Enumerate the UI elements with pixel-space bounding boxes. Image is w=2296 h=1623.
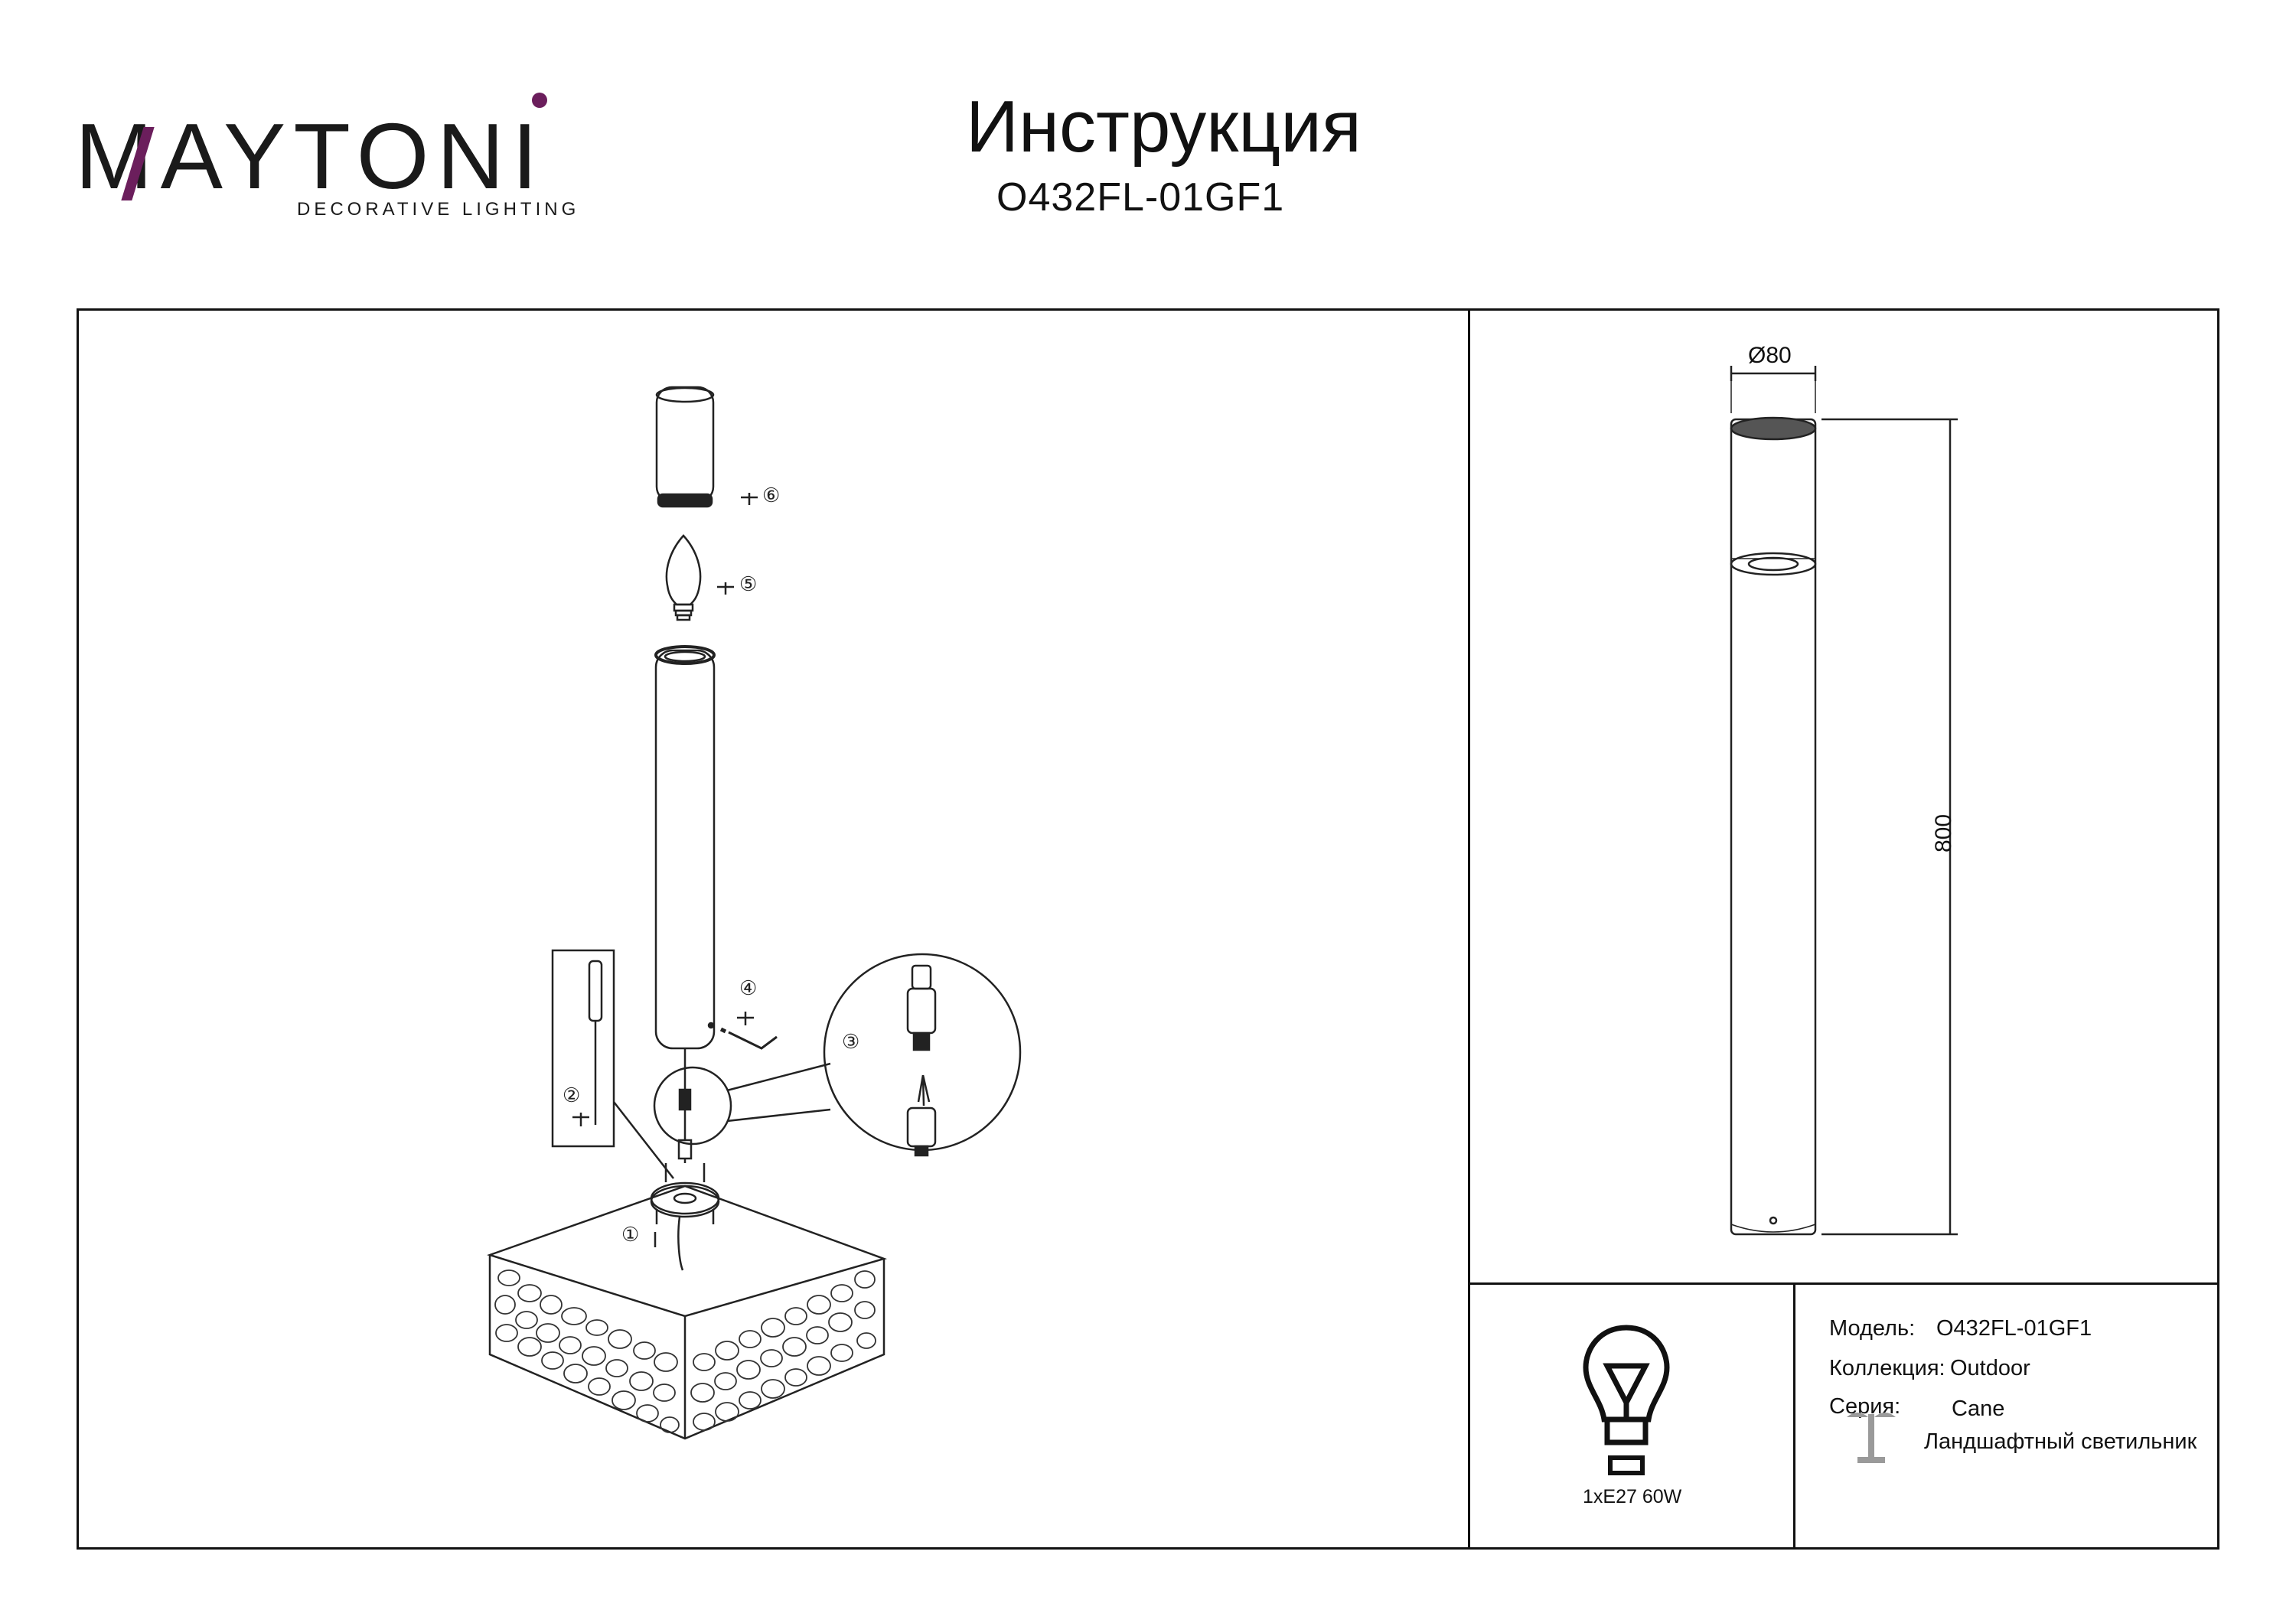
logo-letter-y: Y: [223, 104, 294, 208]
frame-divider-vertical: [1468, 308, 1470, 1550]
logo-letter-t: T: [293, 104, 357, 208]
collection-label: Коллекция:: [1829, 1356, 1945, 1380]
collection-value: Outdoor: [1950, 1356, 2030, 1380]
logo-letter-n: N: [436, 104, 512, 208]
step-1-label: ①: [621, 1223, 639, 1246]
model-code: O432FL-01GF1: [996, 175, 1285, 220]
pole-drawing: [654, 649, 716, 1050]
logo-letter-a: A: [160, 104, 223, 208]
screwdriver-icon: [588, 960, 603, 1125]
step-3-label: ③: [842, 1030, 859, 1053]
landscape-lamp-icon: [1847, 1413, 1896, 1463]
logo: MAYTONI DECORATIVE LIGHTING: [75, 93, 576, 224]
bulb-spec: 1xE27 60W: [1583, 1486, 1682, 1507]
step-5-label: ⑤: [739, 572, 757, 595]
frame-divider-info: [1793, 1282, 1795, 1550]
series-value: Cane: [1952, 1396, 2005, 1421]
drawing-frame: [77, 308, 2219, 1550]
cobble-texture: [494, 1269, 876, 1433]
bulb-icon: [1583, 1325, 1670, 1475]
connector-detail-small: [653, 1066, 732, 1146]
logo-letter-i: I: [511, 104, 546, 208]
connector-icon: [906, 964, 937, 1157]
logo-wordmark: MAYTONI: [75, 109, 546, 203]
page-title: Инструкция: [966, 86, 1362, 168]
lamp-profile: [1730, 418, 1817, 1236]
model-label: Модель:: [1829, 1316, 1916, 1341]
logo-accent-dot: [532, 93, 547, 108]
assembly-diagram: ⑥ ⑤ ④ ③ ② ①: [487, 386, 1022, 1440]
frame-divider-horizontal: [1468, 1282, 2219, 1285]
dimension-diagram: [1730, 366, 1958, 1236]
logo-letter-m: M: [75, 104, 161, 208]
screwdriver-callout: [551, 949, 615, 1148]
bulb-drawing: [665, 534, 702, 606]
step-2-label: ②: [563, 1084, 580, 1106]
height-value: 800: [1931, 813, 1957, 853]
type-value: Ландшафтный светильник: [1924, 1429, 2197, 1454]
diffuser-cap: [655, 386, 715, 504]
step-4-label: ④: [739, 976, 757, 999]
height-dim-line: [1821, 418, 1958, 1236]
step-6-label: ⑥: [762, 484, 780, 507]
diameter-value: Ø80: [1748, 343, 1792, 368]
base-plate: [650, 1185, 720, 1218]
model-value: O432FL-01GF1: [1936, 1316, 2092, 1341]
logo-letter-o: O: [356, 104, 437, 208]
logo-tagline: DECORATIVE LIGHTING: [297, 199, 580, 220]
